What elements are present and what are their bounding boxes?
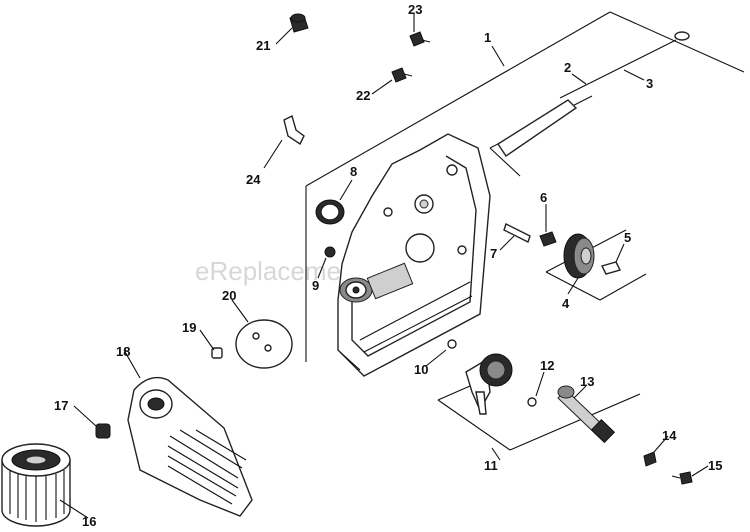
callout-3: 3 xyxy=(646,76,653,91)
callout-8: 8 xyxy=(350,164,357,179)
cam-gear xyxy=(563,233,595,279)
callout-19: 19 xyxy=(182,320,196,335)
callout-23: 23 xyxy=(408,2,422,17)
elbow-fitting xyxy=(283,114,305,146)
callout-6: 6 xyxy=(540,190,547,205)
retaining-clip xyxy=(539,231,557,247)
callout-17: 17 xyxy=(54,398,68,413)
callout-5: 5 xyxy=(624,230,631,245)
callout-12: 12 xyxy=(540,358,554,373)
shaft-pin xyxy=(503,223,531,243)
leader-lines xyxy=(59,14,709,519)
screw-22 xyxy=(391,67,413,83)
hex-nut xyxy=(643,451,657,467)
callout-11: 11 xyxy=(484,458,498,473)
hex-screw xyxy=(671,471,693,485)
callout-2: 2 xyxy=(564,60,571,75)
callout-22: 22 xyxy=(356,88,370,103)
callout-4: 4 xyxy=(562,296,570,311)
governor-gear xyxy=(465,353,513,415)
washer xyxy=(324,246,336,258)
pipe-plug xyxy=(211,347,223,359)
callout-18: 18 xyxy=(116,344,130,359)
callout-labels: 1 2 3 4 5 6 7 8 9 10 11 12 13 14 15 16 1… xyxy=(54,2,722,529)
oil-cooler xyxy=(127,376,253,517)
callout-24: 24 xyxy=(246,172,261,187)
stub-shaft xyxy=(600,261,622,275)
pressure-switch xyxy=(289,13,309,33)
screw-23 xyxy=(409,31,431,47)
assembly-frame xyxy=(305,11,745,362)
governor-subframe xyxy=(437,371,641,451)
callout-16: 16 xyxy=(82,514,96,529)
crankcase-cover xyxy=(337,133,491,377)
oil-seal xyxy=(315,199,345,225)
callout-20: 20 xyxy=(222,288,236,303)
callout-14: 14 xyxy=(662,428,677,443)
callout-1: 1 xyxy=(484,30,491,45)
oil-filter xyxy=(1,443,71,527)
governor-shaft xyxy=(557,385,616,443)
callout-13: 13 xyxy=(580,374,594,389)
gasket xyxy=(235,319,293,369)
dipstick-tube xyxy=(497,99,578,157)
filter-nipple xyxy=(95,423,111,439)
dipstick xyxy=(559,31,690,99)
o-ring xyxy=(447,339,457,349)
callout-7: 7 xyxy=(490,246,497,261)
callout-15: 15 xyxy=(708,458,722,473)
callout-10: 10 xyxy=(414,362,428,377)
callout-9: 9 xyxy=(312,278,319,293)
callout-21: 21 xyxy=(256,38,270,53)
ball xyxy=(527,397,537,407)
